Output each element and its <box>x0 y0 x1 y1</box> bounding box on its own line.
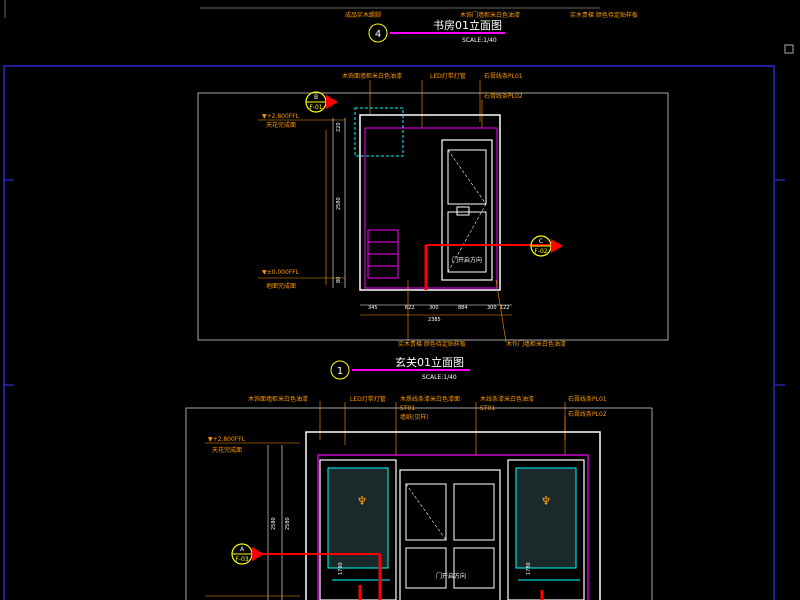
svg-text:300: 300 <box>487 305 497 311</box>
svg-text:木线条漆米白色油漆: 木线条漆米白色油漆 <box>480 395 534 403</box>
svg-text:SCALE:1/40: SCALE:1/40 <box>422 374 457 381</box>
svg-text:F-01: F-01 <box>309 104 322 111</box>
svg-text:LED灯带灯管: LED灯带灯管 <box>350 395 386 403</box>
section-number: 4 <box>375 29 381 40</box>
door-frame <box>399 469 501 600</box>
svg-text:80: 80 <box>336 277 342 283</box>
level-mark: ▼±0.000FFL <box>262 269 300 276</box>
note-label: 石膏线条PL02 <box>484 92 523 100</box>
svg-text:石膏线条PL02: 石膏线条PL02 <box>568 410 607 418</box>
drawing-title: 玄关01立面图 <box>395 355 464 369</box>
svg-text:ST01: ST01 <box>480 405 495 412</box>
note-label: 实木贵樑 颜色待定贴样板 <box>398 340 466 348</box>
svg-text:木质线条漆米白色漆面: 木质线条漆米白色漆面 <box>400 395 460 403</box>
svg-text:122: 122 <box>500 305 510 311</box>
svg-text:2580: 2580 <box>336 197 342 210</box>
lower-elevation: 木饰面墙柜米白色油漆 LED灯带灯管 木质线条漆米白色漆面 ST01 墙纸(见样… <box>185 395 653 600</box>
note-label: LED灯带灯管 <box>430 72 466 80</box>
svg-text:F-03: F-03 <box>235 556 248 563</box>
section-number-circle <box>330 360 350 380</box>
svg-text:♆: ♆ <box>357 494 368 508</box>
svg-text:2580: 2580 <box>271 517 277 530</box>
level-mark: 天花完成面 <box>266 121 296 129</box>
top-note: 实木贵樑 颜色待定贴样板 <box>570 11 638 19</box>
svg-text:1: 1 <box>337 366 343 377</box>
drawing-scale: SCALE:1/40 <box>462 37 497 44</box>
svg-text:2580: 2580 <box>285 517 291 530</box>
door-panel <box>447 211 487 273</box>
elevation-viewport <box>185 407 653 600</box>
door-text: 门开启方向 <box>452 256 482 264</box>
svg-text:C: C <box>539 238 543 245</box>
svg-text:B: B <box>314 94 318 101</box>
wallpaper-panel <box>515 467 577 569</box>
svg-text:220: 220 <box>336 122 342 132</box>
svg-text:墙纸(见样): 墙纸(见样) <box>400 413 429 421</box>
note-label: 木饰面墙柜米白色油漆 <box>342 72 402 80</box>
svg-text:345: 345 <box>368 305 378 311</box>
svg-text:石膏线条PL01: 石膏线条PL01 <box>568 395 607 403</box>
svg-text:1780: 1780 <box>526 562 532 575</box>
wall-panel <box>507 459 585 600</box>
callout-arrow <box>326 95 338 109</box>
wall-trim <box>364 127 498 289</box>
svg-text:门开启方向: 门开启方向 <box>436 572 466 580</box>
top-note: 木饰门墙柜米白色油漆 <box>460 11 520 19</box>
wall-outline <box>359 114 501 291</box>
svg-text:F-02: F-02 <box>534 248 547 255</box>
svg-text:▼+2.800FFL: ▼+2.800FFL <box>208 436 246 443</box>
wall-outline <box>305 431 601 600</box>
top-title-block: 成品实木踢脚 木饰门墙柜米白色油漆 实木贵樑 颜色待定贴样板 4 书房01立面图… <box>345 11 638 44</box>
wall-trim <box>317 454 589 600</box>
svg-text:884: 884 <box>458 305 468 311</box>
level-mark: ▼+2.800FFL <box>262 113 300 120</box>
wall-panel <box>319 459 397 600</box>
door-handle <box>456 206 470 216</box>
wallpaper-panel <box>327 467 389 569</box>
elevation-viewport <box>197 92 669 341</box>
note-label: 木作门墙柜米白色油漆 <box>506 340 566 348</box>
level-mark: 地面完成面 <box>266 282 296 290</box>
dashed-box <box>354 107 404 157</box>
svg-text:♆: ♆ <box>541 494 552 508</box>
door-panel <box>447 149 487 205</box>
svg-text:2385: 2385 <box>428 317 441 323</box>
svg-text:1780: 1780 <box>338 562 344 575</box>
svg-text:ST01: ST01 <box>400 405 415 412</box>
mid-title-block: 1 玄关01立面图 SCALE:1/40 <box>330 355 470 381</box>
door-frame <box>441 139 493 281</box>
drawing-title: 书房01立面图 <box>433 18 502 32</box>
svg-text:木饰面墙柜米白色油漆: 木饰面墙柜米白色油漆 <box>248 395 308 403</box>
svg-text:A: A <box>240 546 245 553</box>
svg-text:天花完成面: 天花完成面 <box>212 446 242 454</box>
callout-arrow <box>551 239 563 253</box>
svg-text:300: 300 <box>429 305 439 311</box>
sheet-border <box>3 65 775 600</box>
section-number-circle <box>368 23 388 43</box>
callout-arrow <box>252 547 264 561</box>
corner-mark <box>784 44 794 54</box>
note-label: 石膏线条PL01 <box>484 72 523 80</box>
middle-elevation: 木饰面墙柜米白色油漆 LED灯带灯管 石膏线条PL01 石膏线条PL02 ▼+2… <box>197 72 669 348</box>
svg-text:622: 622 <box>405 305 415 311</box>
top-note: 成品实木踢脚 <box>345 11 381 19</box>
